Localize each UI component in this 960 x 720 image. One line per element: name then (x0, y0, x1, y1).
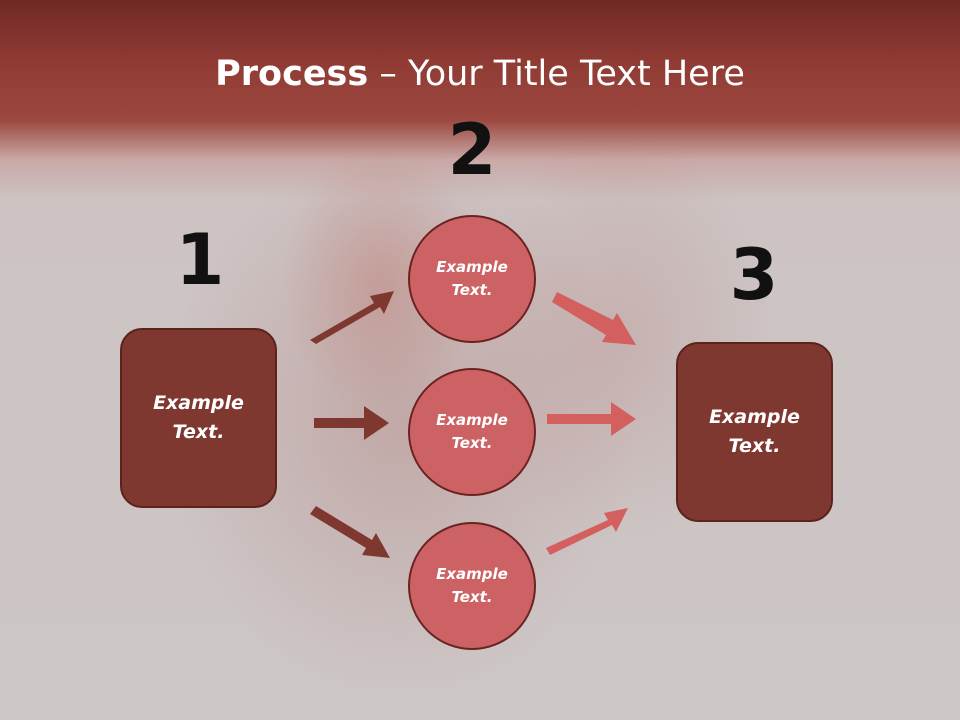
arrow-right-dark (314, 406, 389, 440)
circle-top-line2: Text. (451, 281, 493, 299)
circle-middle-line1: Example (436, 411, 508, 429)
circle-bottom-line2: Text. (451, 588, 493, 606)
left-box-line2: Text. (172, 421, 225, 443)
arrow-down-right-light (552, 292, 636, 345)
arrow-up-right-light (546, 508, 628, 555)
circle-top[interactable]: Example Text. (408, 215, 536, 343)
left-box-line1: Example (153, 392, 244, 414)
right-box[interactable]: Example Text. (676, 342, 833, 522)
circle-top-line1: Example (436, 258, 508, 276)
circle-bottom-line1: Example (436, 565, 508, 583)
arrow-down-right-dark (310, 506, 390, 558)
arrow-up-right-dark (310, 291, 394, 344)
circle-middle[interactable]: Example Text. (408, 368, 536, 496)
left-box[interactable]: Example Text. (120, 328, 277, 508)
right-box-line1: Example (709, 406, 800, 428)
title-rest: – Your Title Text Here (368, 54, 745, 94)
step-number-2: 2 (447, 109, 497, 191)
arrow-right-light (547, 402, 636, 436)
circle-middle-line2: Text. (451, 434, 493, 452)
step-number-3: 3 (729, 234, 779, 316)
page-title: Process – Your Title Text Here (0, 52, 960, 96)
title-bold: Process (215, 54, 369, 94)
circle-bottom[interactable]: Example Text. (408, 522, 536, 650)
right-box-line2: Text. (728, 435, 781, 457)
step-number-1: 1 (175, 219, 225, 301)
